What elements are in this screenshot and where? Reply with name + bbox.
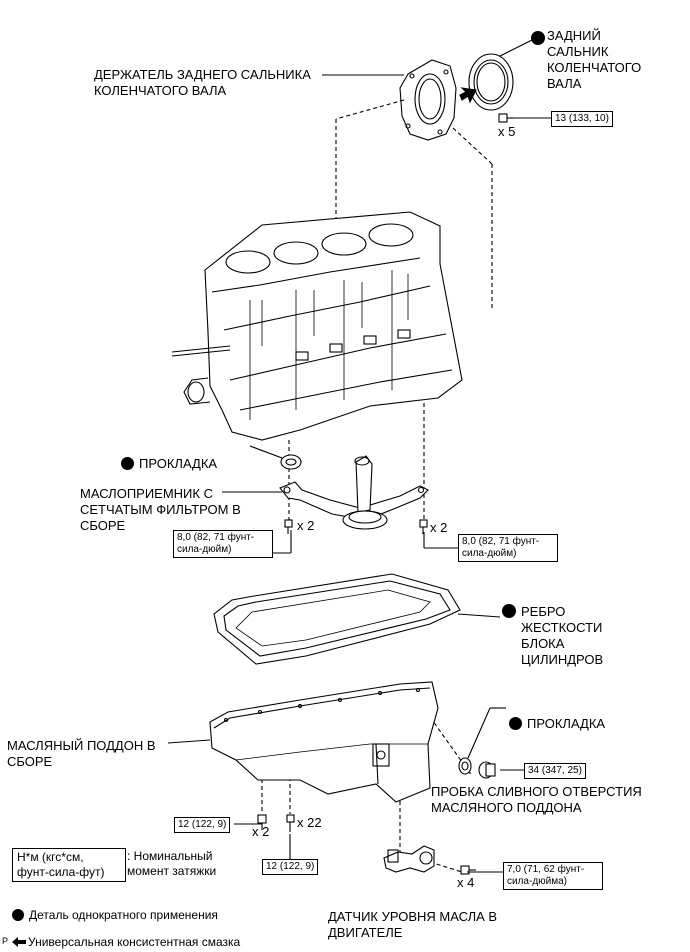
label-rear-oil-seal: ЗАДНИЙ САЛЬНИК КОЛЕНЧАТОГО ВАЛА bbox=[547, 28, 642, 91]
oil-pan-bolts bbox=[257, 814, 295, 832]
grease-arrow-icon bbox=[12, 937, 26, 947]
one-time-part-icon bbox=[531, 31, 545, 45]
torque-strainer-right: 8,0 (82, 71 фунт- сила-дюйм) bbox=[458, 534, 558, 562]
rear-oil-seal-part bbox=[468, 53, 514, 111]
legend-one-time-text: Деталь однократного применения bbox=[29, 908, 218, 922]
legend-torque-desc: : Номинальный момент затяжки bbox=[127, 849, 217, 878]
sensor-bolt bbox=[460, 865, 476, 875]
stiffening-plate-part bbox=[213, 573, 461, 665]
torque-sensor: 7,0 (71, 62 фунт- сила-дюйма) bbox=[503, 862, 603, 890]
label-stiffening-plate: РЕБРО ЖЕСТКОСТИ БЛОКА ЦИЛИНДРОВ bbox=[521, 604, 604, 667]
one-time-part-icon bbox=[509, 717, 522, 730]
cylinder-block-part bbox=[171, 211, 463, 441]
label-drain-plug: ПРОБКА СЛИВНОГО ОТВЕРСТИЯ МАСЛЯНОГО ПОДД… bbox=[431, 784, 642, 815]
one-time-part-icon bbox=[121, 457, 134, 470]
label-oil-pan: МАСЛЯНЫЙ ПОДДОН В СБОРЕ bbox=[7, 738, 156, 769]
qty-retainer-bolts: x 5 bbox=[498, 124, 516, 139]
legend-one-time: Деталь однократного применения bbox=[12, 891, 218, 923]
strainer-bolts bbox=[284, 519, 428, 534]
legend-torque-unit: Н*м (кгс*см, фунт-сила-фут) bbox=[12, 848, 126, 882]
label-oil-strainer: МАСЛОПРИЕМНИК С СЕТЧАТЫМ ФИЛЬТРОМ В СБОР… bbox=[80, 486, 241, 533]
label-gasket-top: ПРОКЛАДКА bbox=[121, 440, 217, 472]
one-time-part-icon bbox=[502, 604, 516, 618]
oil-level-sensor-part bbox=[383, 845, 435, 873]
torque-drain-plug: 34 (347, 25) bbox=[524, 763, 586, 779]
gasket-top-text: ПРОКЛАДКА bbox=[139, 456, 218, 471]
rear-seal-retainer-part bbox=[399, 59, 457, 141]
one-time-part-icon bbox=[12, 909, 24, 921]
legend-grease: Универсальная консистентная смазка bbox=[12, 918, 240, 950]
qty-sensor: x 4 bbox=[457, 875, 475, 890]
oil-pan-part bbox=[209, 681, 439, 803]
drain-gasket-part bbox=[458, 757, 472, 775]
corner-mark: P bbox=[2, 936, 9, 946]
drain-plug-part bbox=[478, 761, 496, 779]
gasket-drain-text: ПРОКЛАДКА bbox=[527, 716, 606, 731]
qty-strainer-right: x 2 bbox=[430, 520, 448, 535]
strainer-gasket-part bbox=[280, 454, 302, 470]
oil-strainer-part bbox=[279, 455, 429, 530]
label-oil-level-sensor: ДАТЧИК УРОВНЯ МАСЛА В ДВИГАТЕЛЕ bbox=[328, 909, 498, 940]
grease-arrow-icon bbox=[459, 87, 477, 104]
torque-strainer-left: 8,0 (82, 71 фунт- сила-дюйм) bbox=[173, 530, 273, 558]
qty-strainer-left: x 2 bbox=[297, 518, 315, 533]
qty-pan-center: x 22 bbox=[297, 815, 322, 830]
legend-grease-text: Универсальная консистентная смазка bbox=[28, 935, 241, 949]
label-rear-seal-retainer: ДЕРЖАТЕЛЬ ЗАДНЕГО САЛЬНИКА КОЛЕНЧАТОГО В… bbox=[94, 67, 311, 98]
torque-pan-center: 12 (122, 9) bbox=[262, 859, 319, 875]
label-gasket-drain: ПРОКЛАДКА bbox=[509, 700, 605, 732]
leader-lines bbox=[167, 39, 551, 873]
qty-pan-left: x 2 bbox=[252, 824, 270, 839]
torque-retainer: 13 (133, 10) bbox=[551, 111, 613, 127]
torque-pan-left: 12 (122, 9) bbox=[174, 817, 231, 833]
